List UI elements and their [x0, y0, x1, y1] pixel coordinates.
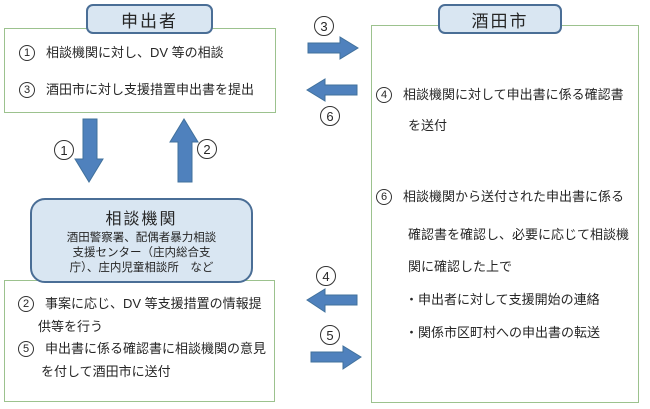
- agency-title: 相談機関: [105, 211, 178, 228]
- applicant-item-3-text: 酒田市に対し支援措置申出書を提出: [46, 82, 255, 97]
- agency-item-2-line-2: 供等を行う: [38, 319, 104, 334]
- city-item-6-bullet-1: ・申出者に対して支援開始の連絡: [405, 292, 600, 307]
- agency-subtitle-line-1: 酒田警察署、配偶者暴力相談: [66, 232, 217, 244]
- applicant-item-1: 1 相談機関に対し、DV 等の相談: [19, 45, 224, 61]
- arrow-left-icon: [306, 78, 358, 102]
- agency-card: 相談機関 酒田警察署、配偶者暴力相談 支援センター（庄内総合支 庁）、庄内児童相…: [30, 198, 253, 283]
- city-title-label: 酒田市: [471, 11, 529, 31]
- city-item-6-bullet-2: ・関係市区町村への申出書の転送: [405, 325, 601, 340]
- flow-2-badge: 2: [197, 139, 217, 159]
- agency-note-box: 2 事案に応じ、DV 等支援措置の情報提 供等を行う 5 申出書に係る確認書に相…: [4, 280, 275, 402]
- agency-item-2: 2 事案に応じ、DV 等支援措置の情報提: [18, 296, 262, 312]
- city-item-4: 4 相談機関に対して申出書に係る確認書: [376, 87, 624, 103]
- arrow-right-icon: [307, 36, 359, 60]
- step-4-marker: 4: [376, 87, 392, 103]
- city-title: 酒田市: [438, 4, 562, 34]
- step-6-marker: 6: [376, 189, 392, 205]
- step-3-marker: 3: [19, 82, 35, 98]
- flow-4-badge: 4: [316, 266, 336, 286]
- agency-item-5-line-2: を付して酒田市に送付: [41, 364, 171, 379]
- city-item-4-line-2: を送付: [408, 118, 448, 133]
- arrow-left-icon: [306, 288, 358, 313]
- city-item-6-line-1: 相談機関から送付された申出書に係る: [403, 189, 625, 204]
- agency-subtitle-line-3: 庁）、庄内児童相談所 など: [69, 262, 214, 274]
- agency-item-2-line-1: 事案に応じ、DV 等支援措置の情報提: [45, 296, 262, 311]
- flow-5-badge: 5: [320, 325, 340, 345]
- agency-subtitle: 酒田警察署、配偶者暴力相談 支援センター（庄内総合支 庁）、庄内児童相談所 など: [32, 231, 251, 276]
- city-item-6-line-2: 確認書を確認し、必要に応じて相談機: [408, 227, 630, 242]
- arrow-right-icon: [310, 345, 362, 370]
- step-2-marker: 2: [18, 296, 34, 312]
- step-1-marker: 1: [19, 45, 35, 61]
- arrow-up-icon: [169, 118, 199, 183]
- agency-item-5: 5 申出書に係る確認書に相談機関の意見: [18, 341, 266, 357]
- agency-subtitle-line-2: 支援センター（庄内総合支: [72, 247, 211, 259]
- flow-1-badge: 1: [54, 140, 74, 160]
- city-item-6-line-3: 関に確認した上で: [408, 259, 513, 274]
- arrow-down-icon: [74, 118, 104, 183]
- flow-6-badge: 6: [320, 106, 340, 126]
- flow-3-badge: 3: [314, 16, 334, 36]
- city-item-6: 6 相談機関から送付された申出書に係る: [376, 189, 624, 205]
- applicant-item-1-text: 相談機関に対し、DV 等の相談: [46, 45, 224, 60]
- agency-item-5-line-1: 申出書に係る確認書に相談機関の意見: [45, 341, 267, 356]
- applicant-title: 申出者: [86, 4, 213, 34]
- applicant-item-3: 3 酒田市に対し支援措置申出書を提出: [19, 82, 254, 98]
- city-note-box: 4 相談機関に対して申出書に係る確認書 を送付 6 相談機関から送付された申出書…: [371, 25, 639, 403]
- applicant-note-box: 1 相談機関に対し、DV 等の相談 3 酒田市に対し支援措置申出書を提出: [4, 28, 276, 113]
- city-item-4-line-1: 相談機関に対して申出書に係る確認書: [403, 87, 624, 102]
- applicant-title-label: 申出者: [121, 11, 178, 31]
- step-5-marker: 5: [18, 341, 34, 357]
